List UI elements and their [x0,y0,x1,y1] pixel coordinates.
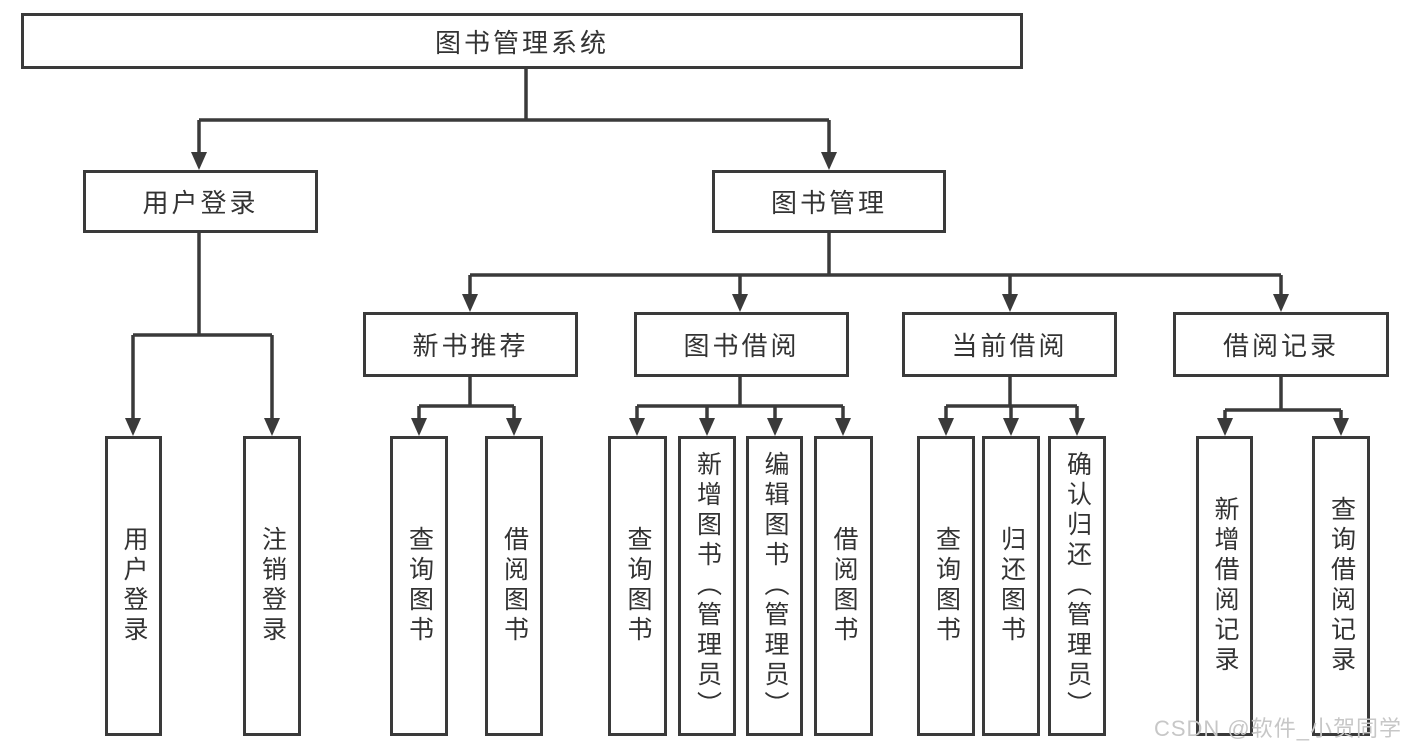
leaf-query-books-current-label: 查询图书 [932,526,961,646]
leaf-return-book-label: 归还图书 [997,526,1026,646]
node-new-book-recommend: 新书推荐 [363,312,578,377]
leaf-query-books-borrowing-label: 查询图书 [624,526,652,646]
leaf-add-book-admin-label: 新增图书（管理员） [693,451,722,721]
node-root-label: 图书管理系统 [434,27,609,58]
leaf-borrow-books-recommend: 借阅图书 [485,436,543,736]
leaf-query-books-borrowing: 查询图书 [608,436,667,736]
leaf-borrow-books-borrowing: 借阅图书 [814,436,873,736]
leaf-logout-label: 注销登录 [258,526,287,646]
leaf-confirm-return-admin: 确认归还（管理员） [1048,436,1106,736]
node-borrow-records-label: 借阅记录 [1222,331,1339,361]
node-root-system: 图书管理系统 [21,13,1023,69]
node-book-borrowing-label: 图书借阅 [683,331,800,361]
csdn-watermark: CSDN @软件_小贺同学 [1153,716,1402,741]
leaf-return-book: 归还图书 [982,436,1040,736]
leaf-user-login: 用户登录 [105,436,162,736]
node-book-management: 图书管理 [712,170,946,233]
leaf-query-borrow-record-label: 查询借阅记录 [1327,496,1356,676]
node-user-login: 用户登录 [83,170,318,233]
leaf-user-login-label: 用户登录 [120,526,148,646]
leaf-borrow-books-recommend-label: 借阅图书 [500,526,529,646]
leaf-add-borrow-record: 新增借阅记录 [1196,436,1253,736]
leaf-add-book-admin: 新增图书（管理员） [678,436,736,736]
leaf-borrow-books-borrowing-label: 借阅图书 [830,526,858,646]
leaf-add-borrow-record-label: 新增借阅记录 [1211,496,1239,676]
node-current-borrowing: 当前借阅 [902,312,1117,377]
arrowheads [125,152,1349,436]
leaf-query-books-current: 查询图书 [917,436,975,736]
leaf-logout: 注销登录 [243,436,301,736]
leaf-confirm-return-admin-label: 确认归还（管理员） [1063,451,1092,721]
leaf-edit-book-admin-label: 编辑图书（管理员） [761,451,789,721]
leaf-query-borrow-record: 查询借阅记录 [1312,436,1370,736]
node-user-login-label: 用户登录 [142,188,259,218]
leaf-query-books-recommend: 查询图书 [390,436,448,736]
node-new-book-recommend-label: 新书推荐 [412,331,529,361]
node-book-borrowing: 图书借阅 [634,312,849,377]
leaf-query-books-recommend-label: 查询图书 [405,526,434,646]
node-borrow-records: 借阅记录 [1173,312,1389,377]
node-current-borrowing-label: 当前借阅 [951,331,1068,361]
leaf-edit-book-admin: 编辑图书（管理员） [746,436,803,736]
node-book-management-label: 图书管理 [770,188,887,218]
